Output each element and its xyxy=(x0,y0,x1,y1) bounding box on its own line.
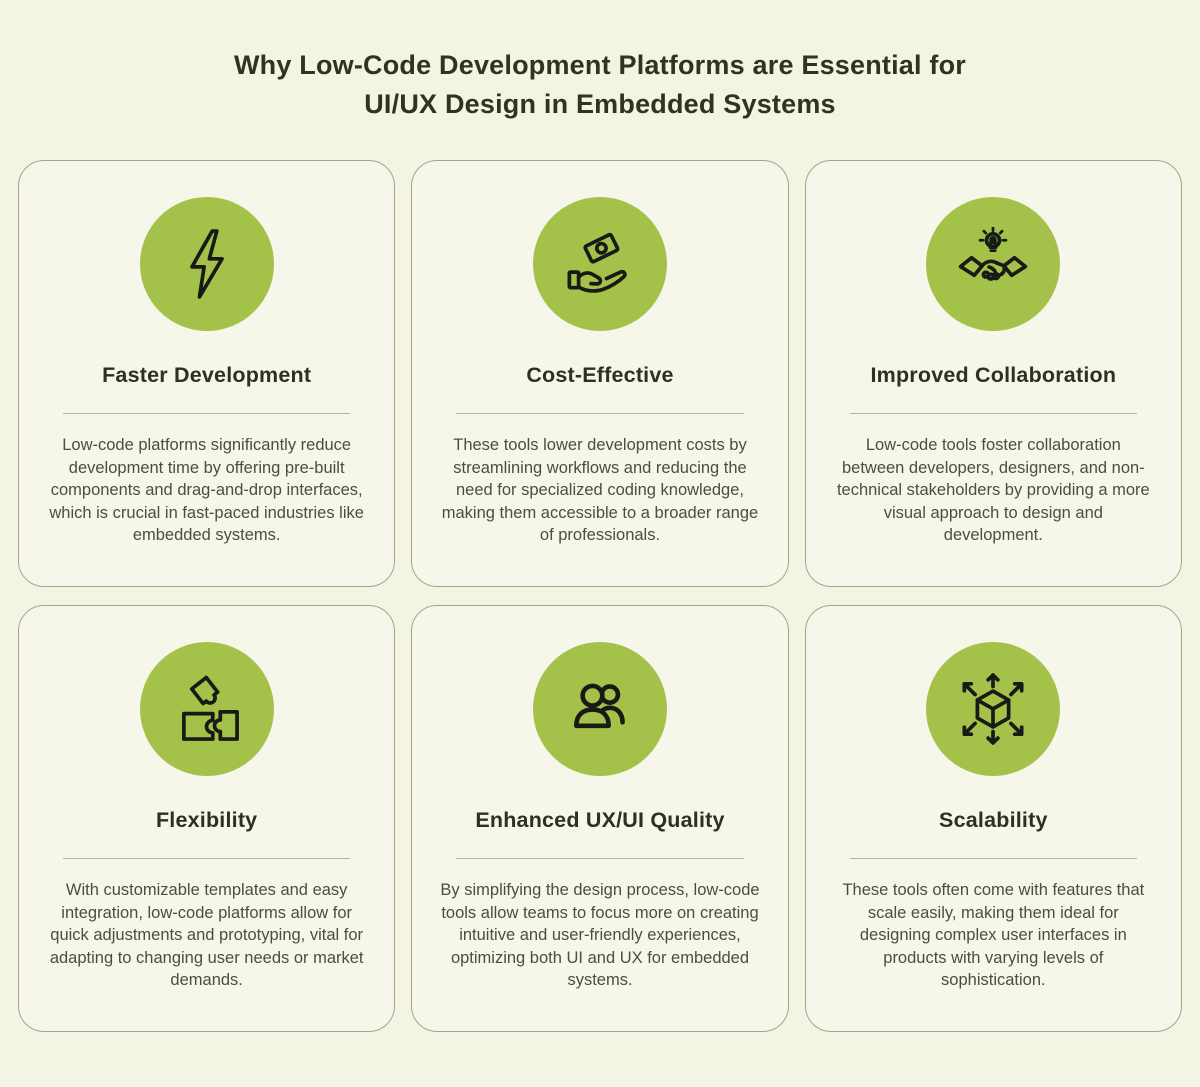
card-description: Low-code tools foster collaboration betw… xyxy=(836,436,1150,544)
page-title: Why Low-Code Development Platforms are E… xyxy=(0,46,1200,124)
page-title-line1: Why Low-Code Development Platforms are E… xyxy=(233,50,967,80)
header: Why Low-Code Development Platforms are E… xyxy=(0,0,1200,124)
two-users-icon xyxy=(573,683,625,729)
money-in-hand-icon xyxy=(567,232,627,293)
card-grid: Faster Development Low-code platforms si… xyxy=(18,160,1182,1032)
divider xyxy=(849,413,1137,414)
divider xyxy=(456,858,744,859)
card-description: These tools lower development costs by s… xyxy=(441,436,759,544)
cube-expand-arrows-icon xyxy=(962,673,1024,745)
divider xyxy=(849,858,1137,859)
divider xyxy=(63,413,351,414)
icon-circle xyxy=(532,197,667,331)
card-description: By simplifying the design process, low-c… xyxy=(440,881,760,989)
divider xyxy=(456,413,744,414)
card-improved-collaboration: Improved Collaboration Low-code tools fo… xyxy=(804,160,1182,587)
divider xyxy=(63,858,351,859)
card-title: Scalability xyxy=(939,808,1048,832)
card-cost-effective: Cost-Effective These tools lower develop… xyxy=(411,160,789,587)
card-scalability: Scalability These tools often come with … xyxy=(804,605,1182,1032)
card-description: With customizable templates and easy int… xyxy=(49,881,364,989)
card-flexibility: Flexibility With customizable templates … xyxy=(18,605,396,1032)
icon-circle xyxy=(532,642,667,776)
card-description: Low-code platforms significantly reduce … xyxy=(49,436,364,544)
page-title-line2: UI/UX Design in Embedded Systems xyxy=(364,89,836,119)
card-title: Faster Development xyxy=(102,363,312,387)
icon-circle xyxy=(139,642,274,776)
icon-circle xyxy=(926,197,1061,331)
lightning-bolt-icon xyxy=(189,229,224,299)
card-title: Enhanced UX/UI Quality xyxy=(475,808,725,832)
card-title: Cost-Effective xyxy=(526,363,674,387)
card-faster-development: Faster Development Low-code platforms si… xyxy=(18,160,396,587)
card-enhanced-ux-ui-quality: Enhanced UX/UI Quality By simplifying th… xyxy=(411,605,789,1032)
puzzle-pieces-icon xyxy=(181,675,239,741)
card-description: These tools often come with features tha… xyxy=(842,881,1145,989)
icon-circle xyxy=(139,197,274,331)
icon-circle xyxy=(926,642,1061,776)
card-title: Improved Collaboration xyxy=(870,363,1117,387)
handshake-lightbulb-icon xyxy=(959,227,1028,281)
card-title: Flexibility xyxy=(155,808,258,832)
